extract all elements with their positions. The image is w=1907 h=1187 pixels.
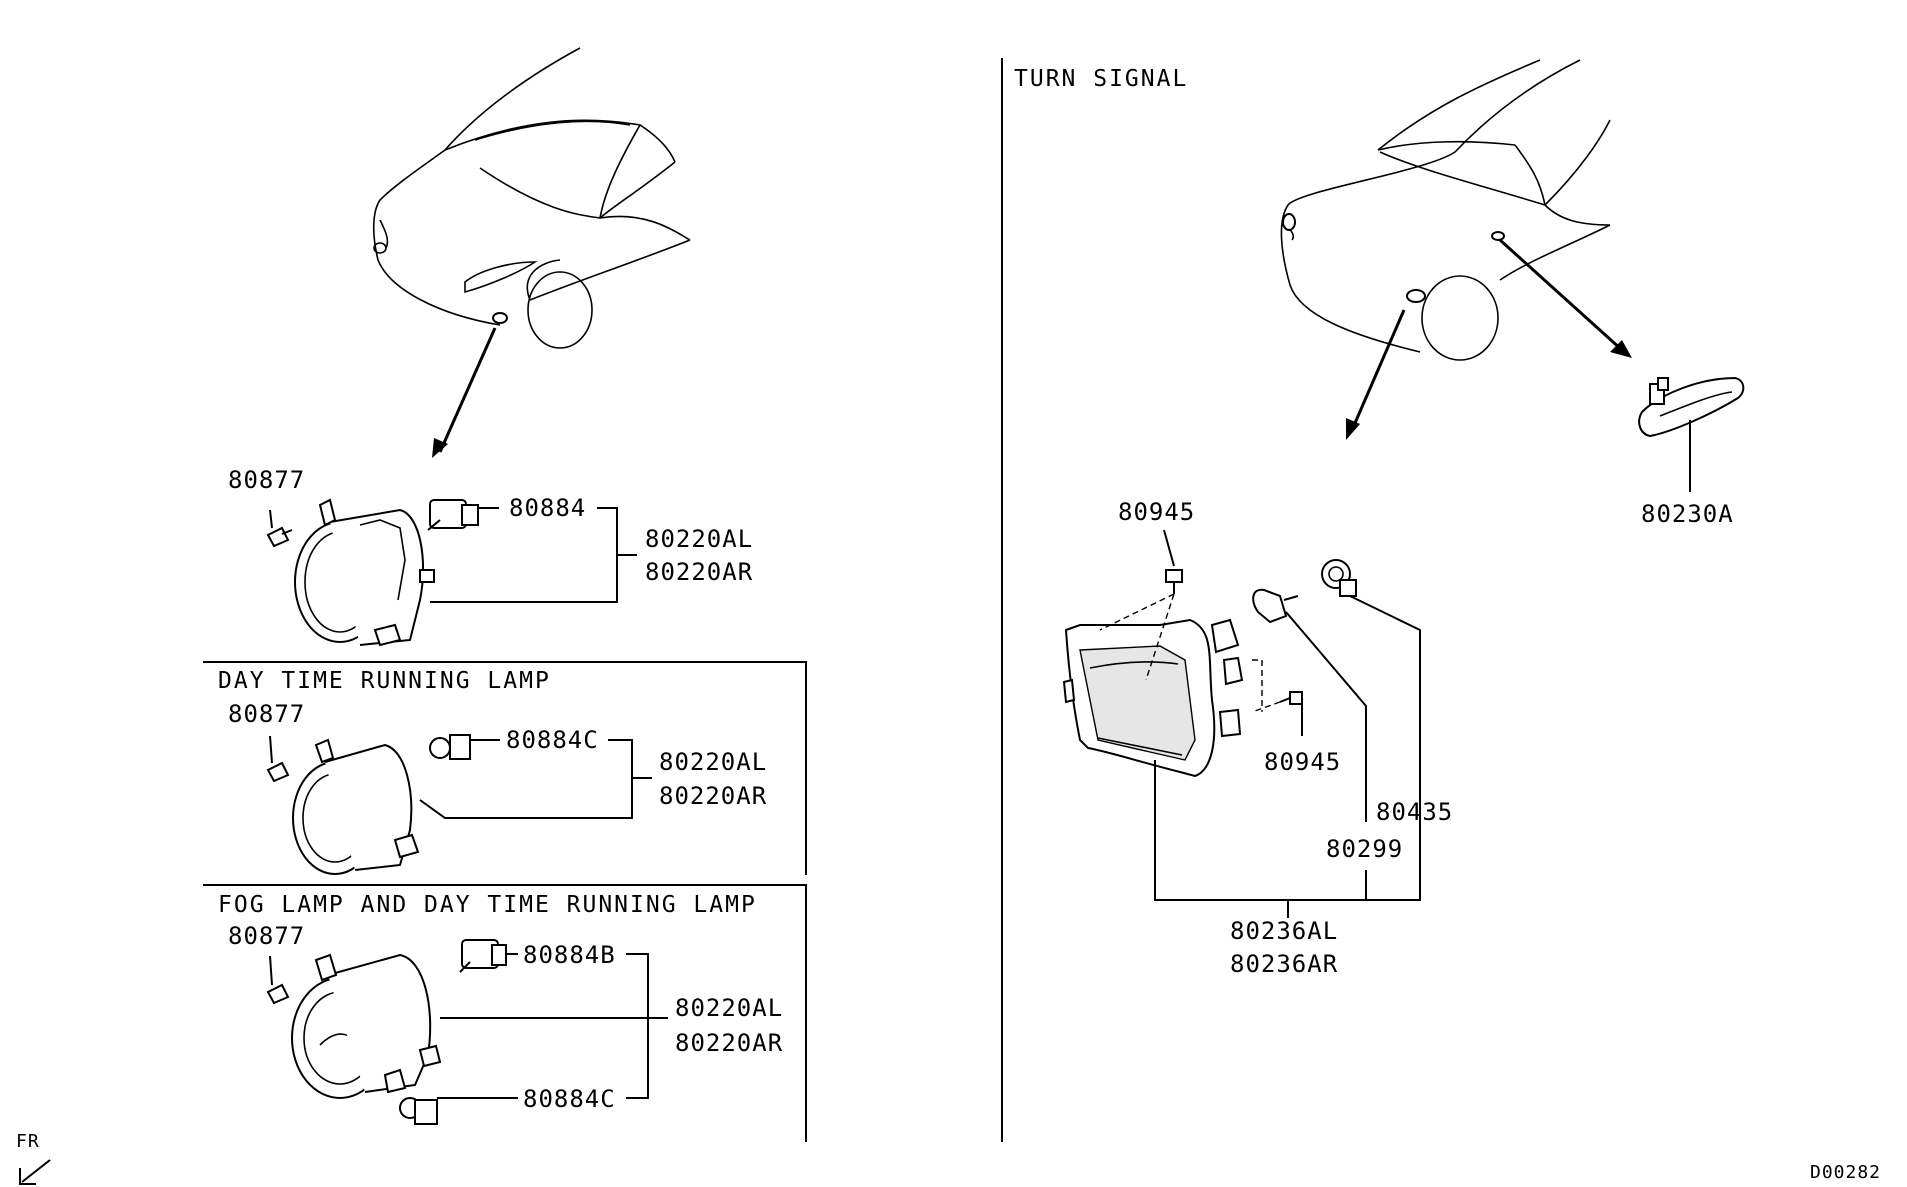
arrowhead xyxy=(432,438,448,458)
label-combo-lamp-r: 80220AR xyxy=(675,1029,783,1057)
front-direction-icon: FR xyxy=(16,1131,51,1185)
callout-arrow-turn xyxy=(1350,309,1406,431)
fog-leaders xyxy=(269,507,637,603)
label-fog-screw: 80877 xyxy=(228,466,305,494)
section-title-fog-drl: FOG LAMP AND DAY TIME RUNNING LAMP xyxy=(218,892,757,918)
car-front-view-left xyxy=(372,47,691,349)
combo-leaders xyxy=(269,953,668,1099)
section-title-turn-signal: TURN SIGNAL xyxy=(1014,66,1188,92)
turn-bulb xyxy=(1252,588,1299,624)
label-fog-lamp-l: 80220AL xyxy=(645,525,753,553)
drl-screw xyxy=(266,761,290,783)
fog-screw xyxy=(266,526,293,548)
label-drl-screw: 80877 xyxy=(228,700,305,728)
orientation-label: FR xyxy=(16,1131,40,1152)
drl-bulb xyxy=(429,734,471,760)
label-drl-lamp-r: 80220AR xyxy=(659,782,767,810)
combo-screw xyxy=(266,983,290,1005)
section-title-drl: DAY TIME RUNNING LAMP xyxy=(218,668,551,694)
label-combo-screw: 80877 xyxy=(228,922,305,950)
label-combo-bulb-b: 80884B xyxy=(523,941,616,969)
drl-leaders xyxy=(269,735,652,819)
label-turn-lamp-r: 80236AR xyxy=(1230,950,1338,978)
arrowhead-marker xyxy=(1610,340,1632,358)
label-drl-bulb: 80884C xyxy=(506,726,599,754)
turn-screw-top xyxy=(1165,569,1183,594)
turn-lamp-housing xyxy=(1062,618,1244,778)
label-drl-lamp-l: 80220AL xyxy=(659,748,767,776)
turn-dashed-guides xyxy=(1099,593,1281,713)
combo-bulb-bottom xyxy=(399,1097,438,1125)
label-side-marker: 80230A xyxy=(1641,500,1734,528)
diagram-code: D00282 xyxy=(1810,1162,1881,1183)
turn-screw-side xyxy=(1279,691,1303,705)
fog-lamp-unit xyxy=(294,498,435,647)
label-combo-bulb-c: 80884C xyxy=(523,1085,616,1113)
label-fog-lamp-r: 80220AR xyxy=(645,558,753,586)
label-turn-screw-top: 80945 xyxy=(1118,498,1195,526)
combo-bulb-top xyxy=(459,939,507,973)
turn-socket xyxy=(1321,559,1357,597)
label-combo-lamp-l: 80220AL xyxy=(675,994,783,1022)
car-front-view-right xyxy=(1280,59,1611,361)
side-marker-lamp xyxy=(1638,376,1745,492)
fog-bulb xyxy=(427,499,479,531)
label-turn-socket: 80435 xyxy=(1376,798,1453,826)
callout-arrow-marker xyxy=(1498,238,1624,352)
label-turn-bulb: 80299 xyxy=(1326,835,1403,863)
drl-lamp-unit xyxy=(292,738,420,875)
combo-lamp-unit xyxy=(291,953,442,1099)
arrowhead-turn xyxy=(1346,418,1360,440)
panel-frames xyxy=(203,58,1003,1142)
label-turn-lamp-l: 80236AL xyxy=(1230,917,1338,945)
label-turn-screw-side: 80945 xyxy=(1264,748,1341,776)
turn-leaders xyxy=(1154,529,1421,918)
callout-arrow xyxy=(438,327,497,453)
label-fog-bulb: 80884 xyxy=(509,494,586,522)
